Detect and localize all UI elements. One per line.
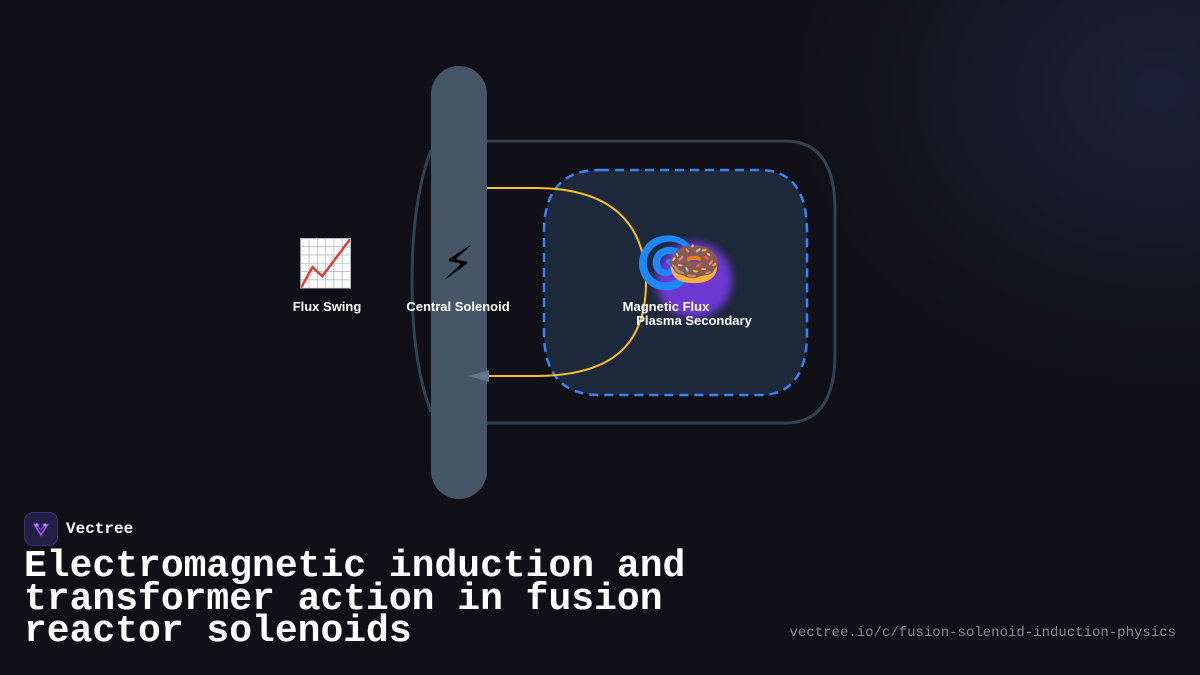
brand-name: Vectree: [66, 520, 134, 538]
node-label-plasma-secondary: Plasma Secondary: [636, 313, 752, 328]
vectree-logo-icon: [24, 512, 58, 546]
plasma-glow: [656, 242, 732, 318]
cyclone-icon: 🌀: [634, 234, 698, 292]
flux-arrow-head: [469, 370, 489, 382]
brand: Vectree: [24, 512, 133, 546]
vacuum-chamber-left-arc: [410, 149, 433, 413]
node-label-magnetic-flux: Magnetic Flux: [622, 299, 710, 314]
vacuum-chamber: [486, 139, 837, 425]
page-title: Electromagnetic induction and transforme…: [24, 545, 686, 653]
node-label-flux-swing: Flux Swing: [292, 299, 362, 314]
flux-line: [487, 187, 648, 377]
doughnut-icon: 🍩: [666, 239, 722, 290]
source-url: vectree.io/c/fusion-solenoid-induction-p…: [789, 625, 1176, 641]
node-label-central-solenoid: Central Solenoid: [406, 299, 510, 314]
lightning-bolt-icon: ⚡: [441, 236, 475, 290]
central-solenoid-column: [431, 66, 487, 499]
chart-increasing-icon: 📈: [297, 236, 355, 290]
